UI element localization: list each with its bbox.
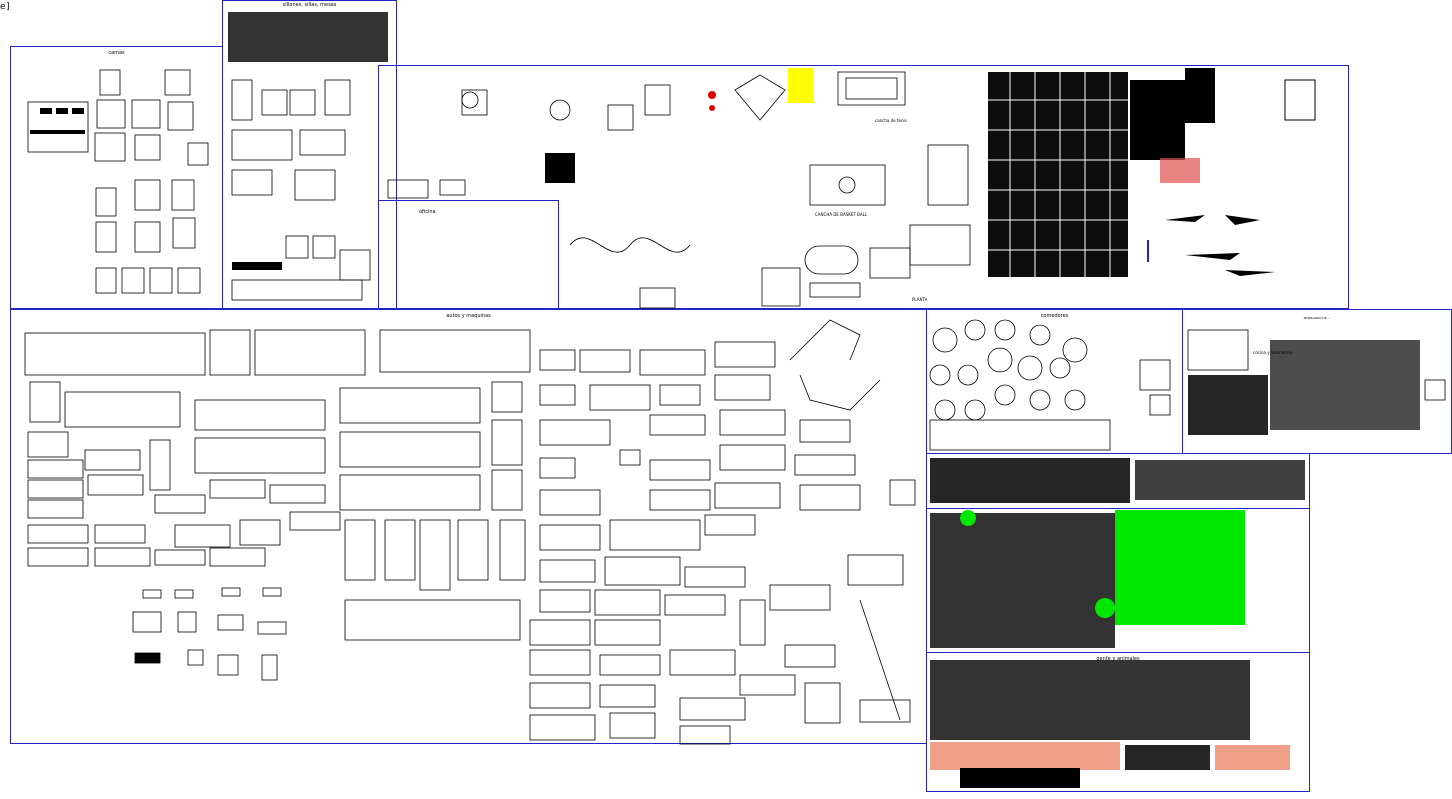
cars-grid (529, 341, 911, 745)
sheet-oficina-title: oficina (419, 209, 436, 215)
equipment-group (387, 68, 971, 309)
people-group (930, 660, 1290, 788)
cancha-tenis-label: cancha de tenis (875, 118, 907, 123)
sheet-autos-title: autos y maquinas (446, 313, 491, 319)
sheet-oficina[interactable]: oficina (378, 200, 559, 309)
sheet-gente-title: gente y animales (1096, 656, 1140, 662)
vehicles-group (24, 329, 531, 641)
beds-solid-details (30, 108, 85, 134)
bath-group (930, 458, 1305, 503)
small-cars-left (27, 431, 341, 567)
planta-label: PLANTA (912, 297, 928, 302)
sheet-comedores-title: comedores (1040, 313, 1069, 319)
sheet-equipment-main[interactable] (378, 65, 1349, 309)
trees-group (930, 510, 1245, 648)
dining-tables-group (929, 319, 1171, 451)
kitchen-group (1187, 329, 1446, 435)
machinery-group (789, 319, 916, 721)
sofas-group (228, 12, 388, 301)
sheet-sillones-title: sillones, sillas, mesas (282, 2, 337, 8)
sheet-cocina-header: MOBILIARIO DE ... (1303, 316, 1331, 320)
beds-group (27, 69, 209, 294)
doors-windows-grid (988, 72, 1128, 277)
cancha-basket-label: CANCHA DE BASKET BALL (815, 212, 868, 217)
sheet-camas-title: camas (108, 50, 125, 56)
sheet-gente[interactable]: gente y animales (926, 652, 1310, 792)
sheet-sillones[interactable]: sillones, sillas, mesas (222, 0, 397, 309)
cad-command-corner-text: e] (0, 2, 11, 12)
doors-windows-group (988, 68, 1316, 277)
small-items-left (132, 587, 287, 681)
stairs-aircraft-group (1147, 158, 1275, 276)
